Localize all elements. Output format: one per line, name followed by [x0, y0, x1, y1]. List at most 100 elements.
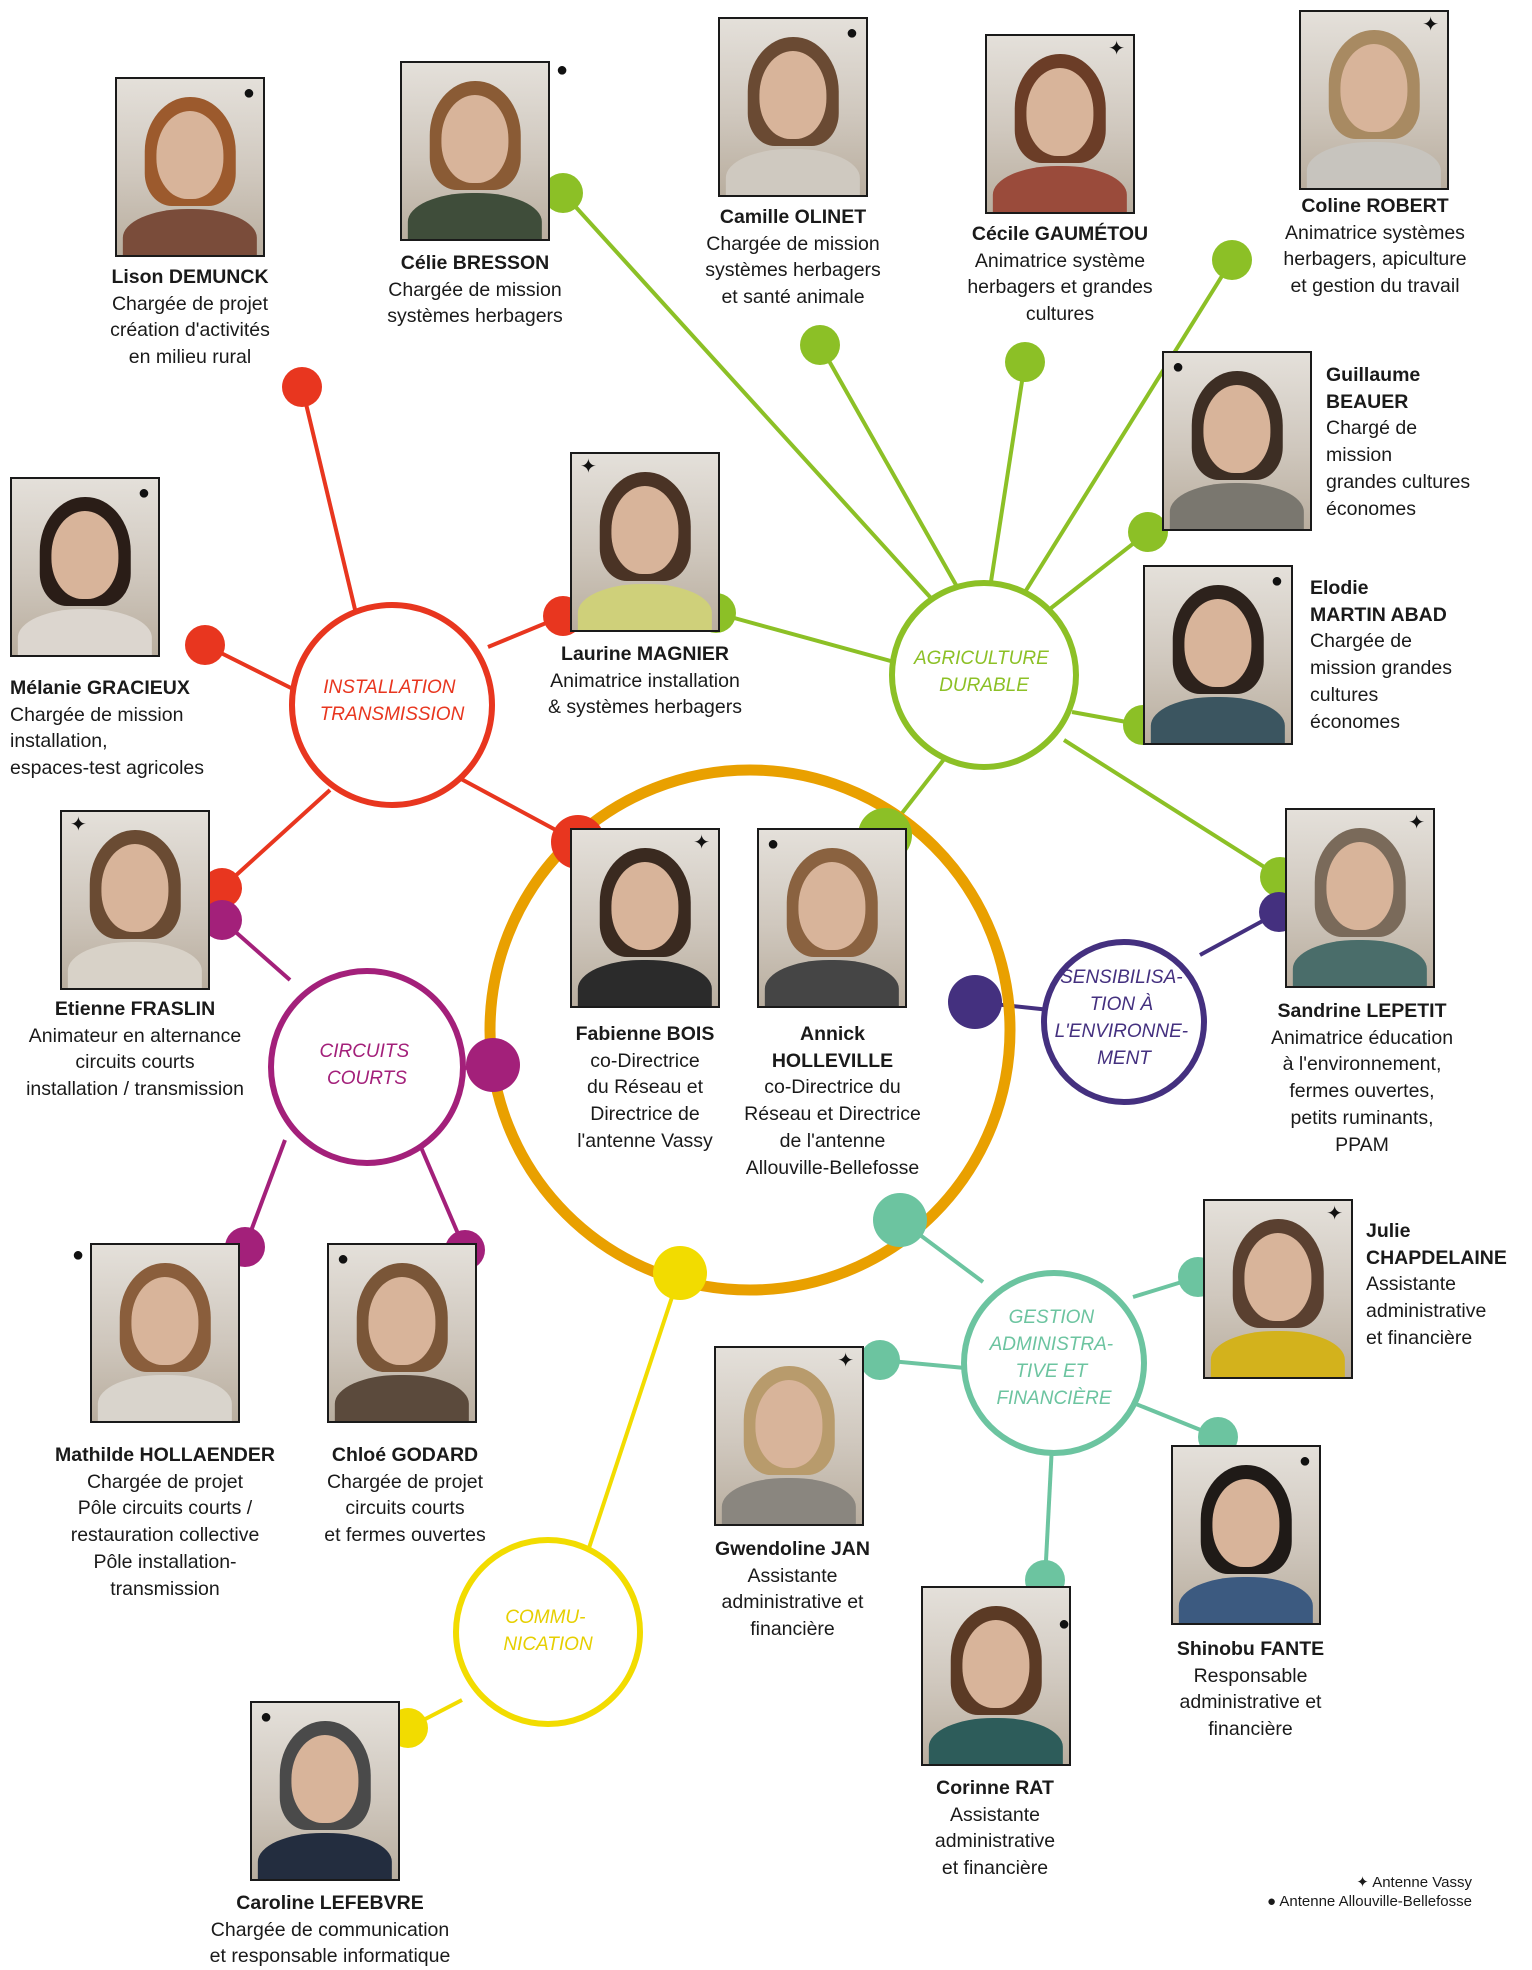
person-label: Guillaume BEAUER Chargé de mission grand…	[1326, 362, 1526, 522]
person-name: Guillaume BEAUER	[1326, 364, 1421, 413]
connector-dot	[1128, 512, 1168, 552]
hub-circuits-label: CIRCUITS COURTS	[319, 1041, 414, 1089]
person-name: Julie CHAPDELAINE	[1366, 1220, 1507, 1269]
person-role: Chargée de mission systèmes herbagers	[387, 278, 563, 328]
person-role: Assistante administrative et financière	[1366, 1273, 1487, 1349]
person-label: Mathilde HOLLAENDER Chargée de projet Pô…	[30, 1442, 300, 1602]
photo-mathilde-hollaender	[90, 1243, 240, 1423]
person-role: Chargée de mission installation, espaces…	[10, 703, 205, 780]
person-label: Corinne RAT Assistante administrative et…	[890, 1775, 1100, 1882]
photo-laurine-magnier: ✦	[570, 452, 720, 632]
connector-line	[1044, 530, 1150, 614]
connector-line	[818, 344, 962, 593]
hub-label-line: CIRCUITS	[319, 1041, 409, 1062]
four-point-star-icon: ✦	[693, 832, 710, 854]
connector-dot	[948, 975, 1002, 1029]
person-name: Annick HOLLEVILLE	[771, 1023, 894, 1072]
legend-item-allouville: ● Antenne Allouville-Bellefosse	[1267, 1893, 1472, 1910]
person-name: Laurine MAGNIER	[561, 643, 729, 665]
person-name: Coline ROBERT	[1301, 195, 1449, 217]
person-role: Animatrice systèmes herbagers, apicultur…	[1283, 221, 1467, 298]
dot-icon: ●	[242, 82, 255, 104]
dot-icon: ●	[1172, 356, 1185, 378]
dot-icon: ●	[260, 1706, 273, 1728]
four-point-star-icon: ✦	[70, 814, 87, 836]
person-role: Chargée de projet création d'activités e…	[110, 292, 270, 369]
four-point-star-icon: ✦	[1422, 14, 1439, 36]
dot-icon: ●	[845, 22, 858, 44]
person-role: Chargée de projet Pôle circuits courts /…	[70, 1470, 260, 1600]
four-point-star-icon: ✦	[1408, 812, 1425, 834]
person-name: Elodie MARTIN ABAD	[1310, 577, 1447, 626]
person-role: Chargé de mission grandes cultures écono…	[1326, 417, 1471, 520]
hub-label-line: AGRICULTURE	[913, 648, 1049, 669]
dot-icon: ●	[556, 59, 569, 81]
person-label: Shinobu FANTE Responsable administrative…	[1138, 1636, 1363, 1743]
hub-label-line: MENT	[1097, 1048, 1152, 1069]
person-role: Chargée de communication et responsable …	[209, 1918, 451, 1968]
hub-label-line: L'ENVIRONNE-	[1055, 1021, 1188, 1042]
connector-line	[1062, 738, 1282, 879]
photo-shinobu-fante: ●	[1171, 1445, 1321, 1625]
connector-dot	[800, 325, 840, 365]
dot-icon: ●	[1270, 570, 1283, 592]
hub-installation-label: INSTALLATION TRANSMISSION	[320, 677, 465, 725]
dot-icon: ●	[72, 1244, 85, 1266]
dot-icon: ●	[1266, 1893, 1277, 1910]
connector-line	[988, 361, 1027, 589]
person-label: Sandrine LEPETIT Animatrice éducation à …	[1237, 998, 1487, 1158]
hub-label-line: COURTS	[327, 1068, 407, 1089]
person-label: Gwendoline JAN Assistante administrative…	[680, 1536, 905, 1643]
photo-coline-robert: ✦	[1299, 10, 1449, 190]
hub-label-line: FINANCIÈRE	[996, 1388, 1111, 1409]
connector-dot	[466, 1038, 520, 1092]
dot-icon: ●	[137, 482, 150, 504]
connector-line	[561, 191, 942, 610]
person-name: Caroline LEFEBVRE	[236, 1892, 424, 1914]
person-name: Etienne FRASLIN	[54, 998, 216, 1020]
hub-communication	[453, 1537, 643, 1727]
person-role: Chargée de projet circuits courts et fer…	[324, 1470, 486, 1547]
dot-icon: ●	[337, 1248, 350, 1270]
hub-agriculture-durable	[889, 580, 1079, 770]
person-name: Camille OLINET	[719, 206, 867, 228]
connector-line	[1043, 1444, 1054, 1581]
person-name: Lison DEMUNCK	[111, 266, 269, 288]
person-label: Lison DEMUNCK Chargée de projet création…	[60, 264, 320, 371]
connector-dot	[185, 625, 225, 665]
hub-label-line: TRANSMISSION	[320, 704, 465, 725]
person-name: Mélanie GRACIEUX	[10, 677, 190, 699]
hub-label-line: TIVE ET	[1015, 1361, 1088, 1382]
legend-label-vassy: Antenne Vassy	[1372, 1874, 1472, 1891]
connector-dot	[1005, 342, 1045, 382]
connector-dot	[202, 868, 242, 908]
legend-item-vassy: ✦ Antenne Vassy	[1267, 1873, 1472, 1891]
person-name: Fabienne BOIS	[575, 1023, 715, 1045]
photo-camille-olinet: ●	[718, 17, 868, 197]
connector-dot	[1212, 240, 1252, 280]
person-label: Caroline LEFEBVRE Chargée de communicati…	[165, 1890, 495, 1970]
four-point-star-icon: ✦	[580, 456, 597, 478]
person-role: Responsable administrative et financière	[1179, 1664, 1322, 1741]
hub-label-line: COMMU-	[505, 1607, 585, 1628]
photo-fabienne-bois: ✦	[570, 828, 720, 1008]
photo-guillaume-beauer: ●	[1162, 351, 1312, 531]
photo-corinne-rat	[921, 1586, 1071, 1766]
person-role: Chargée de mission systèmes herbagers et…	[705, 232, 881, 309]
connector-dot	[543, 173, 583, 213]
hub-circuits-courts	[268, 968, 466, 1166]
four-point-star-icon: ✦	[1356, 1874, 1369, 1891]
hub-agriculture-label: AGRICULTURE DURABLE	[913, 648, 1054, 696]
person-role: Chargée de mission grandes cultures écon…	[1310, 630, 1452, 733]
photo-lison-demunck: ●	[115, 77, 265, 257]
person-label: Coline ROBERT Animatrice systèmes herbag…	[1245, 193, 1505, 300]
dot-icon: ●	[1058, 1613, 1071, 1635]
connector-dot	[653, 1246, 707, 1300]
person-label: Etienne FRASLIN Animateur en alternance …	[2, 996, 268, 1103]
four-point-star-icon: ✦	[837, 1350, 854, 1372]
hub-label-line: TION À	[1090, 994, 1153, 1015]
hub-sensibilisation-environnement	[1041, 939, 1207, 1105]
person-role: Animatrice système herbagers et grandes …	[967, 249, 1153, 326]
connector-line	[300, 386, 360, 623]
